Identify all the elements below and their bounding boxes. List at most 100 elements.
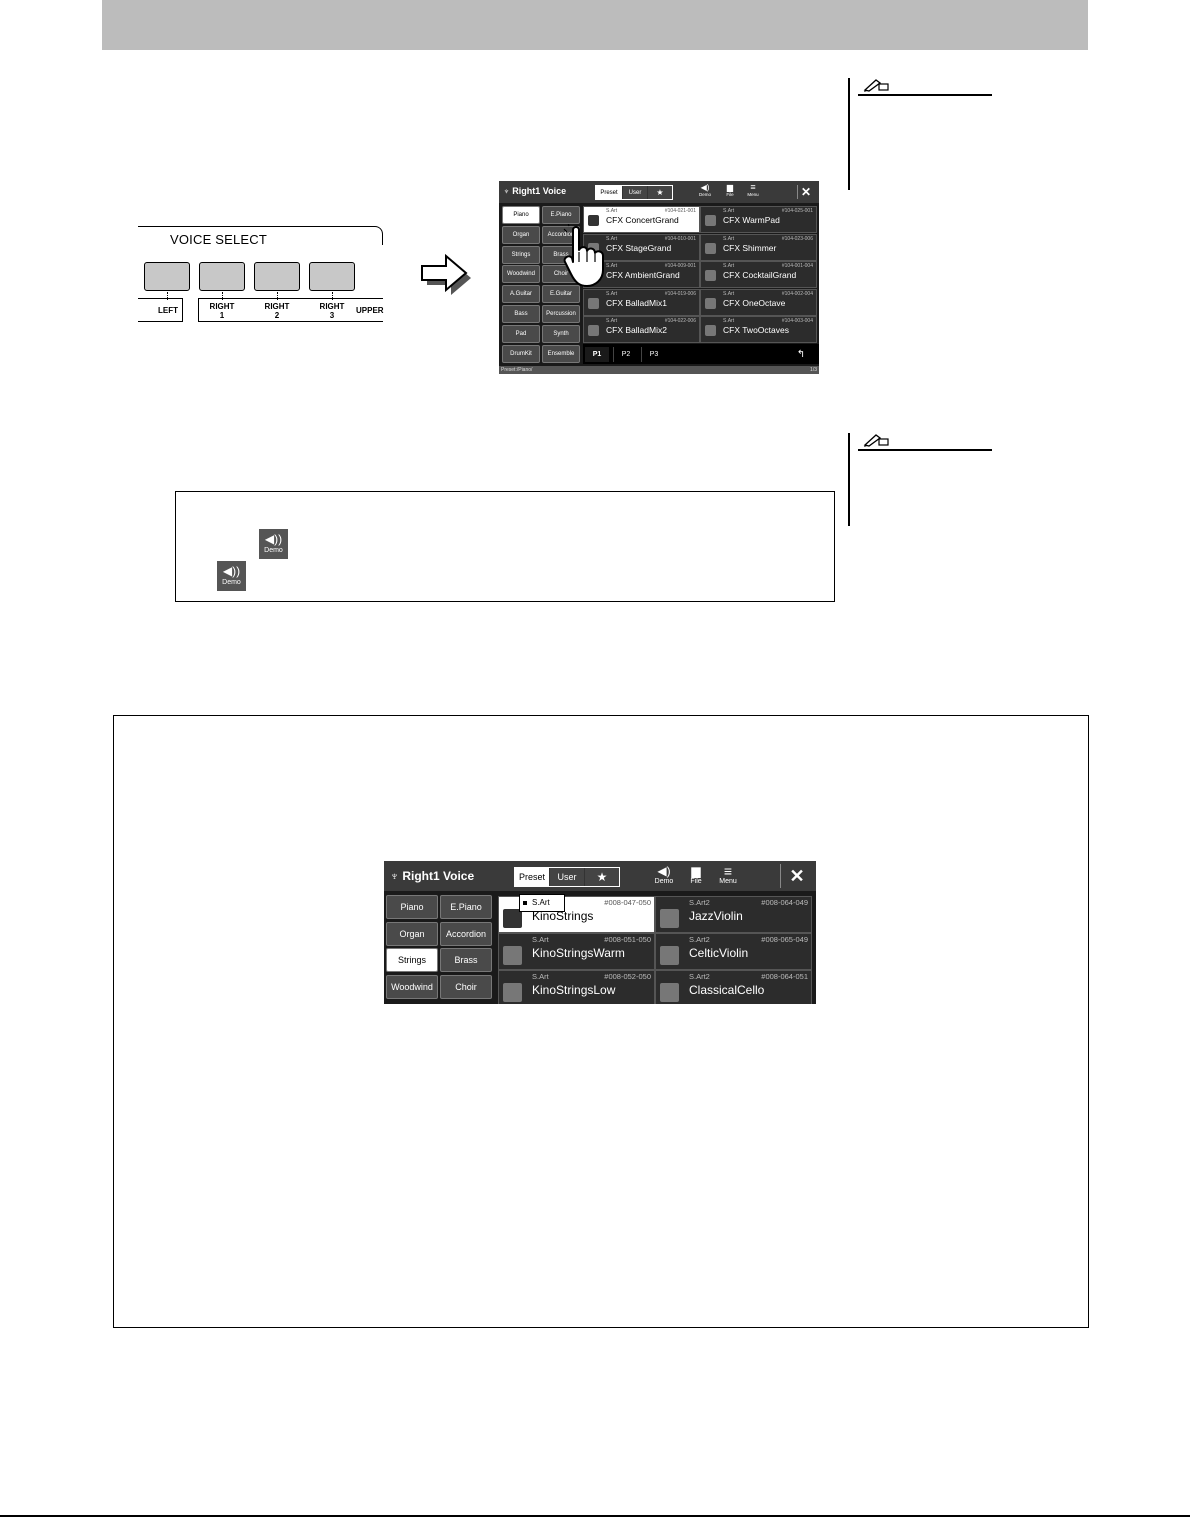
voice-screen-small: ♆ Right1 Voice Preset User ★ ◀) Demo ▆ F… [499,181,819,374]
tab-preset[interactable]: Preset [515,868,550,886]
close-button[interactable]: ✕ [780,864,813,888]
category-choir[interactable]: Choir [440,974,492,999]
menu-button[interactable]: ≡ Menu [716,864,740,886]
voice-number: #104-019-006 [664,290,696,297]
voice-tag: S.Art2 [689,898,710,907]
category-ensemble[interactable]: Ensemble [542,344,580,363]
category-e-guitar[interactable]: E.Guitar [542,285,580,304]
footer-rule [0,1515,1190,1517]
close-button[interactable]: ✕ [797,185,814,199]
voice-number: #104-001-004 [781,263,813,269]
category-e-piano[interactable]: E.Piano [440,895,492,919]
voice-name: ClassicalCello [689,983,765,997]
tab-preset[interactable]: Preset [596,186,623,199]
left-label: LEFT [158,306,178,315]
menu-button[interactable]: ≡ Menu [745,183,761,198]
category-e-piano[interactable]: E.Piano [542,206,580,224]
voice-number: #008-051-050 [604,935,651,944]
category-accordion[interactable]: Accordion [542,225,580,244]
category-woodwind[interactable]: Woodwind [502,265,540,284]
voice-select-title: VOICE SELECT [168,232,270,247]
voice-tag: S.Art [606,290,618,297]
grand-piano-icon [588,297,599,309]
tab-favorite[interactable]: ★ [648,186,672,199]
category-piano[interactable]: Piano [502,206,540,224]
page-bar: P1 P2 P3 ↰ [583,344,819,364]
category-piano[interactable]: Piano [386,895,438,919]
voice-name: CFX CocktailGrand [723,270,797,280]
note-marker-2 [848,433,998,526]
voice-number: #008-064-049 [761,898,808,907]
violin-icon [503,909,522,928]
speaker-icon: ◀)) [222,564,241,578]
category-organ[interactable]: Organ [386,921,438,946]
category-brass[interactable]: Brass [440,948,492,972]
voice-number: #104-023-006 [781,235,813,242]
file-button[interactable]: ▆ File [722,183,738,198]
category-pad[interactable]: Pad [502,324,540,343]
voice-tag: S.Art [532,972,549,981]
file-button[interactable]: ▆ File [684,864,708,886]
close-icon: ✕ [800,185,812,199]
voice-tag: S.Art [532,935,549,944]
category-strings[interactable]: Strings [502,245,540,264]
demo-button[interactable]: ◀) Demo [698,183,711,197]
voice-select-right2-button[interactable] [254,262,300,291]
page-tab-p2[interactable]: P2 [613,347,638,362]
grand-piano-icon [705,270,716,281]
grand-piano-icon [705,325,716,336]
category-strings[interactable]: Strings [386,948,438,972]
up-arrow-icon: ↰ [796,349,806,360]
category-woodwind[interactable]: Woodwind [386,974,438,999]
voice-name: CFX BalladMix1 [606,297,667,308]
category-organ[interactable]: Organ [502,225,540,244]
category-a-guitar[interactable]: A.Guitar [502,285,540,304]
tab-favorite[interactable]: ★ [585,868,619,886]
page-tab-p3[interactable]: P3 [641,347,666,362]
voice-select-left-button[interactable] [144,262,190,291]
voice-tag: S.Art [723,208,735,214]
up-arrow-button[interactable]: ↰ [793,347,809,362]
category-percussion[interactable]: Percussion [542,305,580,323]
category-accordion[interactable]: Accordion [440,921,492,946]
page-tab-p1[interactable]: P1 [585,347,609,362]
category-bass[interactable]: Bass [502,305,540,323]
voice-select-right1-button[interactable] [199,262,245,291]
voice-number: #104-003-004 [781,318,813,324]
demo-button[interactable]: ◀) Demo [652,864,676,886]
voice-tag: S.Art [723,263,735,269]
tab-user[interactable]: User [623,186,648,199]
file-icon: ▆ [726,183,734,192]
info-box [113,715,1089,1328]
category-synth[interactable]: Synth [542,324,580,343]
screen-title-bar: ♆ Right1 Voice Preset User ★ ◀) Demo ▆ F… [499,181,819,203]
voice-tag: S.Art [606,263,618,269]
voice-tag: S.Art [723,318,735,324]
file-icon: ▆ [691,864,701,878]
violin-icon [660,909,679,928]
voice-tag: S.Art [606,235,618,242]
grand-piano-icon [588,325,599,336]
category-drumkit[interactable]: DrumKit [502,344,540,363]
voice-number: #104-022-006 [664,318,696,324]
voice-select-right3-button[interactable] [309,262,355,291]
tab-user[interactable]: User [550,868,585,886]
voice-tag: S.Art [606,318,618,324]
